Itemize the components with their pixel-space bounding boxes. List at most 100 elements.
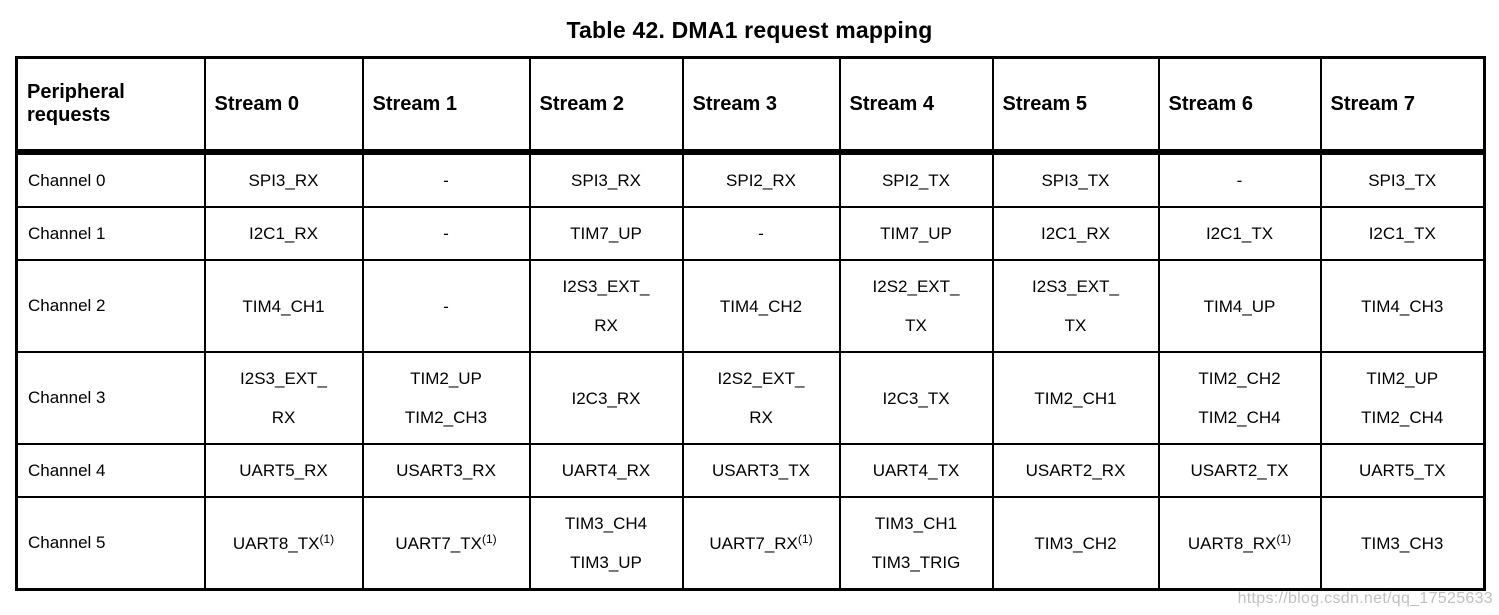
table-cell: SPI3_RX <box>203 151 364 208</box>
cell-line: - <box>443 171 449 190</box>
cell-line: SPI3_TX <box>1041 171 1110 190</box>
cell-line: I2C1_RX <box>249 224 318 243</box>
cell-line: TX <box>1064 316 1087 335</box>
cell-line: UART4_RX <box>561 461 651 480</box>
table-cell: - <box>361 151 531 208</box>
cell-line: USART3_TX <box>712 461 810 480</box>
row-label: Channel 4 <box>15 443 206 498</box>
cell-line: I2S3_EXT_ <box>240 369 327 388</box>
cell-line: TIM3_UP <box>570 553 642 572</box>
table-cell: SPI3_TX <box>1319 151 1486 208</box>
table-cell: UART8_TX(1) <box>203 496 364 591</box>
table-cell: USART3_RX <box>361 443 531 498</box>
table-cell: I2S3_EXT_ RX <box>203 351 364 445</box>
table-cell: I2C1_RX <box>991 206 1160 261</box>
table-cell: - <box>681 206 841 261</box>
cell-line: TIM4_CH1 <box>242 296 325 316</box>
table-cell: TIM4_CH3 <box>1319 259 1486 353</box>
table-cell: TIM3_CH3 <box>1319 496 1486 591</box>
column-header: Stream 0 <box>203 56 364 155</box>
table-cell: UART4_RX <box>528 443 684 498</box>
cell-line: UART8_RX(1) <box>1187 531 1292 553</box>
column-header: Stream 5 <box>991 56 1160 155</box>
cell-line: UART5_TX <box>1358 461 1446 480</box>
cell-line: RX <box>749 408 773 427</box>
cell-line: TIM7_UP <box>880 224 952 243</box>
cell-line: USART2_RX <box>1025 461 1126 480</box>
footnote-marker: (1) <box>481 531 497 546</box>
cell-line: SPI3_RX <box>248 171 319 190</box>
cell-line: TIM4_CH3 <box>1361 296 1444 316</box>
table-cell: - <box>1157 151 1322 208</box>
table-cell: I2C1_RX <box>203 206 364 261</box>
table-cell: UART8_RX(1) <box>1157 496 1322 591</box>
table-title: Table 42. DMA1 request mapping <box>566 17 933 43</box>
table-cell: SPI3_RX <box>528 151 684 208</box>
table-cell: UART7_RX(1) <box>681 496 841 591</box>
cell-line: USART2_TX <box>1190 461 1289 480</box>
table-cell: TIM3_CH2 <box>991 496 1160 591</box>
table-cell: SPI2_RX <box>681 151 841 208</box>
table-cell: SPI2_TX <box>838 151 994 208</box>
cell-line: UART7_RX(1) <box>709 531 813 553</box>
cell-line: I2S2_EXT_ <box>717 369 805 388</box>
cell-line: UART4_TX <box>872 461 960 480</box>
column-header: Stream 1 <box>361 56 531 155</box>
cell-line: RX <box>271 408 296 427</box>
table-cell: I2C1_TX <box>1319 206 1486 261</box>
cell-line: - <box>758 224 764 243</box>
table-cell: TIM4_CH2 <box>681 259 841 353</box>
cell-line: I2C3_TX <box>882 388 950 408</box>
table-cell: TIM4_CH1 <box>203 259 364 353</box>
table-cell: TIM2_CH1 <box>991 351 1160 445</box>
table-cell: TIM4_UP <box>1157 259 1322 353</box>
column-header: Stream 2 <box>528 56 684 155</box>
table-cell: I2S3_EXT_RX <box>528 259 684 353</box>
cell-line: TIM2_CH3 <box>404 408 488 427</box>
table-cell: I2S2_EXT_ TX <box>838 259 994 353</box>
cell-line: TIM7_UP <box>570 224 642 243</box>
cell-line: TIM2_CH4 <box>1361 408 1444 427</box>
cell-line: TIM4_CH2 <box>719 296 803 316</box>
footnote-marker: (1) <box>797 531 813 546</box>
table-cell: I2C1_TX <box>1157 206 1322 261</box>
cell-line: I2S2_EXT_ <box>872 277 960 296</box>
cell-line: TIM4_UP <box>1203 296 1276 316</box>
table-cell: USART2_RX <box>991 443 1160 498</box>
table-cell: I2C3_RX <box>528 351 684 445</box>
table-cell: UART5_RX <box>203 443 364 498</box>
table-cell: UART7_TX(1) <box>361 496 531 591</box>
cell-line: TIM3_CH3 <box>1361 533 1444 553</box>
cell-line: - <box>443 296 449 316</box>
cell-line: TIM3_CH4 <box>564 514 648 533</box>
table-cell: USART3_TX <box>681 443 841 498</box>
cell-line: I2C3_RX <box>571 388 641 408</box>
column-header: Stream 3 <box>681 56 841 155</box>
cell-line: UART7_TX(1) <box>395 531 497 553</box>
cell-line: SPI2_RX <box>726 171 796 190</box>
table-cell: TIM2_UP TIM2_CH3 <box>361 351 531 445</box>
table-cell: TIM7_UP <box>838 206 994 261</box>
cell-line: TIM2_UP <box>410 369 482 388</box>
cell-line: I2S3_EXT_ <box>562 277 650 296</box>
row-label: Channel 1 <box>15 206 206 261</box>
cell-line: I2S3_EXT_ <box>1032 277 1119 296</box>
table-cell: - <box>361 259 531 353</box>
cell-line: UART5_RX <box>239 461 328 480</box>
table-cell: USART2_TX <box>1157 443 1322 498</box>
column-header: Stream 7 <box>1319 56 1486 155</box>
cell-line: TX <box>905 316 927 335</box>
cell-line: SPI2_TX <box>881 171 951 190</box>
cell-line: - <box>443 224 449 243</box>
